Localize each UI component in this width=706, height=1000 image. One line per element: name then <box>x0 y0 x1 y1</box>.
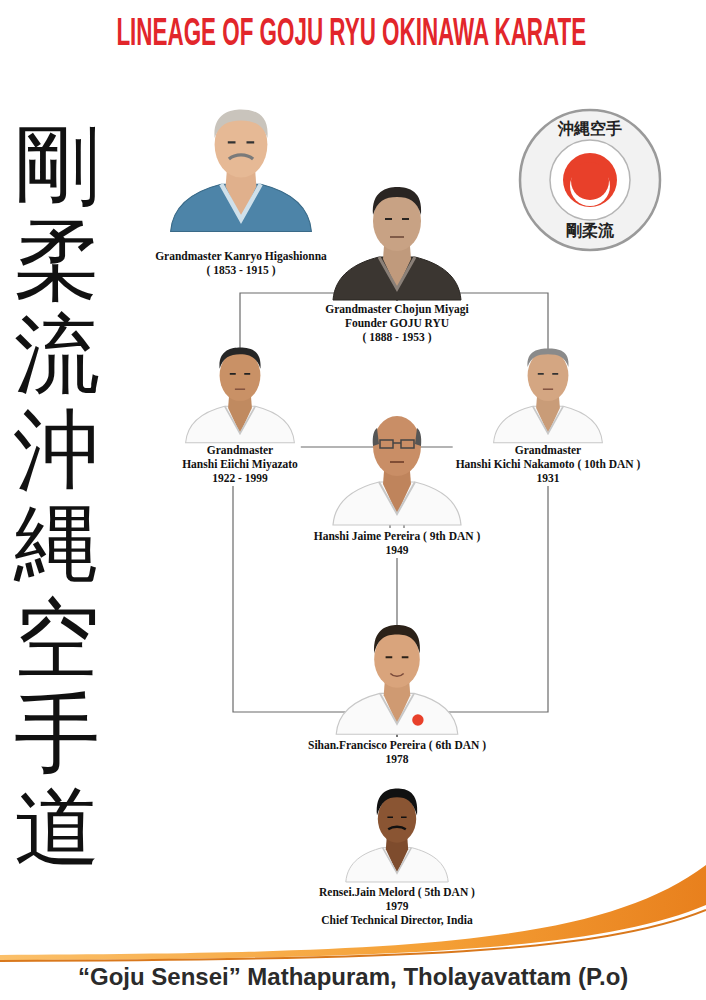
person-detail: 1978 <box>308 752 486 766</box>
person-detail: ( 1888 - 1953 ) <box>325 330 469 344</box>
diagram-title: LINEAGE OF GOJU RYU OKINAWA KARATE <box>116 10 586 54</box>
portrait-eyes <box>228 141 254 143</box>
person-detail: Chief Technical Director, India <box>319 913 475 927</box>
portrait-mouth <box>543 389 553 390</box>
footer-swoosh-line <box>0 910 706 961</box>
person-detail: 1931 <box>456 471 641 485</box>
portrait-jaime <box>333 416 461 525</box>
portrait-collar <box>533 406 564 433</box>
portrait-eyes <box>538 373 558 375</box>
portrait-eyes <box>387 816 406 818</box>
lineage-node: Sihan.Francisco Pereira ( 6th DAN )1978 <box>305 737 489 767</box>
portrait-hair <box>219 348 260 369</box>
portrait-nakamoto <box>494 348 603 442</box>
lineage-node: GrandmasterHanshi Kichi Nakamoto ( 10th … <box>453 442 644 486</box>
person-name: Sihan.Francisco Pereira ( 6th DAN ) <box>308 738 486 752</box>
portrait-hair <box>374 625 420 654</box>
portrait-hair <box>373 187 421 215</box>
portrait-mouth <box>235 389 245 390</box>
portrait-mustache <box>229 155 253 159</box>
person-detail: 1922 - 1999 <box>182 471 298 485</box>
portrait-eyes <box>230 373 250 375</box>
logo-inner-ring <box>550 140 630 220</box>
logo-text: 沖縄空手 <box>518 121 662 137</box>
portrait-hair <box>527 348 568 367</box>
person-detail: ( 1853 - 1915 ) <box>155 263 327 277</box>
person-name: Grandmaster Chojun Miyagi <box>325 302 469 316</box>
portrait-head <box>373 416 421 476</box>
portrait-eyes <box>386 656 409 658</box>
footer-address: “Goju Sensei” Mathapuram, Tholayavattam … <box>78 962 628 992</box>
portrait-francisco <box>336 625 458 734</box>
lineage-node: Hanshi Jaime Pereira ( 9th DAN )1949 <box>311 528 484 558</box>
portrait-mouth <box>390 236 404 238</box>
portrait-collar <box>379 257 415 289</box>
person-name: Grandmaster Kanryo Higashionna <box>155 249 327 263</box>
portrait-collar <box>380 693 414 723</box>
portrait-hair <box>214 109 267 138</box>
logo-text: 剛柔流 <box>518 223 662 239</box>
logo-crescent-cut <box>571 162 609 200</box>
portrait-mouth <box>390 461 404 463</box>
portrait-mouth <box>390 673 403 676</box>
portrait-miyazato <box>186 348 295 443</box>
vertical-kanji: 剛柔流沖縄空手道 <box>14 118 100 875</box>
person-name: Hanshi Jaime Pereira ( 9th DAN ) <box>314 529 481 543</box>
lineage-node: Grandmaster Kanryo Higashionna( 1853 - 1… <box>152 248 330 278</box>
person-detail: Hanshi Kichi Nakamoto ( 10th DAN ) <box>456 457 641 471</box>
portrait-jain <box>346 788 448 882</box>
person-detail: Founder GOJU RYU <box>325 316 469 330</box>
portrait-collar <box>221 184 261 219</box>
person-name: Grandmaster <box>182 443 298 457</box>
person-detail: 1979 <box>319 899 475 913</box>
logo-red-disc <box>563 153 617 207</box>
portrait-collar <box>379 482 415 514</box>
lineage-node: Rensei.Jain Melord ( 5th DAN )1979Chief … <box>316 884 478 928</box>
person-detail: 1949 <box>314 543 481 557</box>
portrait-collar <box>225 406 256 433</box>
lineage-node: Grandmaster Chojun MiyagiFounder GOJU RY… <box>322 301 472 345</box>
portrait-gi-badge <box>412 714 423 725</box>
portrait-glasses <box>380 440 414 448</box>
portrait-hair <box>377 788 418 815</box>
lineage-node: GrandmasterHanshi Eiichi Miyazato1922 - … <box>179 442 301 486</box>
portrait-miyagi <box>333 187 461 300</box>
logo-circle: 沖縄空手剛柔流 <box>518 108 662 252</box>
person-detail: Hanshi Eiichi Miyazato <box>182 457 298 471</box>
portrait-higashionna <box>171 109 312 231</box>
portrait-collar <box>383 848 412 874</box>
person-name: Grandmaster <box>456 443 641 457</box>
portrait-mustache <box>388 827 406 829</box>
portrait-eyes <box>385 218 409 220</box>
person-name: Rensei.Jain Melord ( 5th DAN ) <box>319 885 475 899</box>
